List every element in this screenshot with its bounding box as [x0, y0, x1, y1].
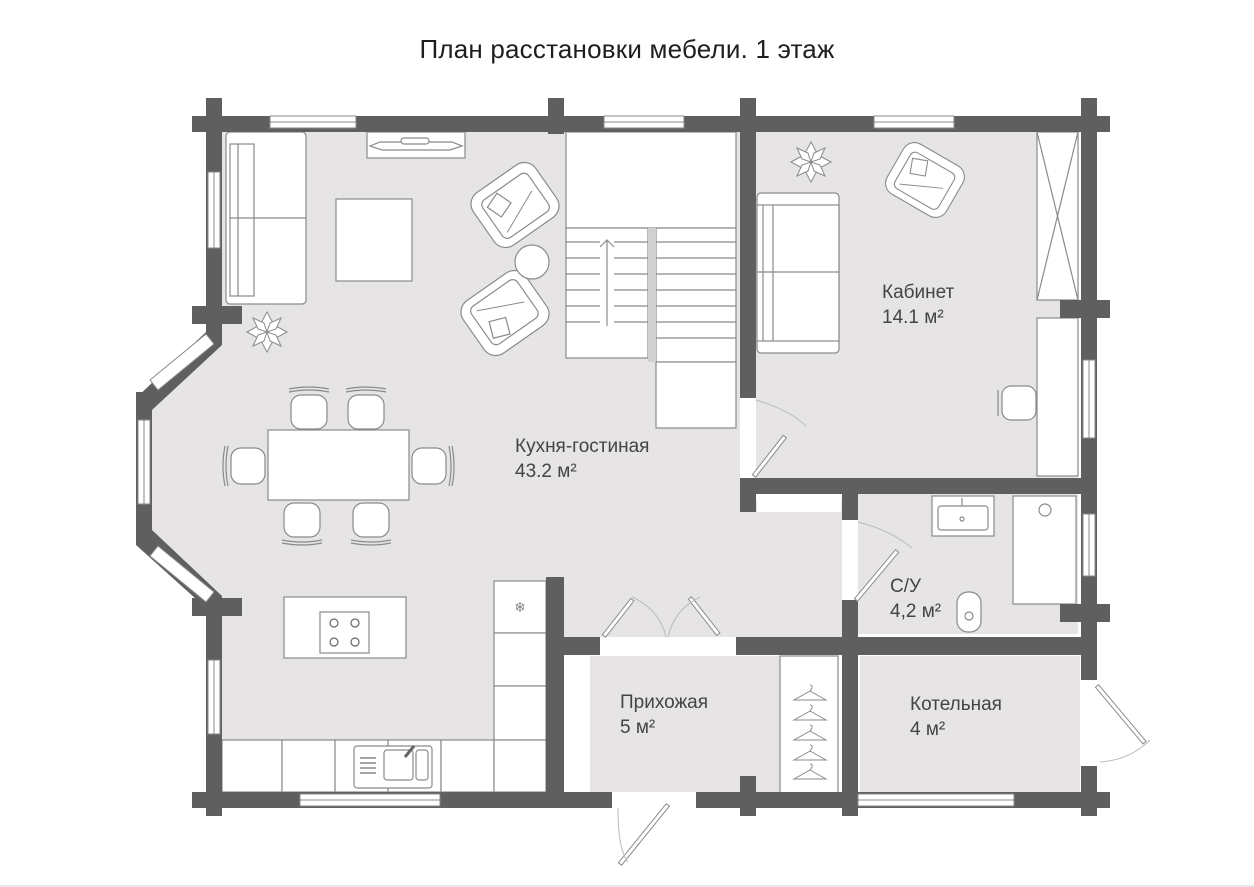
plant-icon [790, 141, 832, 183]
room-label-boiler: Котельная 4 м² [910, 692, 1002, 742]
room-label-bathroom: С/У 4,2 м² [890, 574, 941, 624]
plant-icon [246, 311, 288, 353]
desk-icon [1036, 317, 1079, 477]
svg-text:❄: ❄ [514, 600, 526, 616]
furniture: ❄ [221, 131, 1079, 795]
room-area: 4 м² [910, 719, 946, 740]
washbasin-icon [931, 495, 995, 537]
sofa-icon [756, 192, 840, 354]
room-name: Прихожая [620, 692, 709, 713]
staircase-icon [565, 131, 737, 429]
side-table-icon [514, 244, 550, 280]
office-chair-icon [997, 385, 1037, 421]
room-area: 4,2 м² [890, 601, 942, 622]
tv-icon [366, 131, 466, 159]
room-area: 14.1 м² [882, 307, 944, 328]
door-icon [600, 398, 1151, 866]
plan-title: План расстановки мебели. 1 этаж [419, 34, 835, 64]
cooktop-icon [283, 596, 407, 659]
room-label-hallway: Прихожая 5 м² [620, 690, 708, 740]
wardrobe-icon [779, 655, 839, 795]
room-name: Котельная [910, 694, 1002, 715]
fridge-icon: ❄ [493, 580, 547, 634]
room-area: 43.2 м² [515, 461, 577, 482]
coffee-table-icon [335, 198, 413, 282]
window-icon [137, 115, 1096, 807]
room-name: С/У [890, 576, 922, 597]
room-label-cabinet: Кабинет 14.1 м² [882, 280, 954, 330]
sofa-icon [225, 131, 307, 305]
room-label-kitchen-living: Кухня-гостиная 43.2 м² [515, 434, 649, 484]
toilet-icon [956, 591, 982, 633]
shower-icon [1012, 495, 1077, 605]
room-name: Кухня-гостиная [515, 436, 650, 457]
sink-icon [353, 745, 433, 789]
dining-table-icon [267, 429, 410, 501]
wardrobe-icon [1036, 131, 1079, 301]
room-area: 5 м² [620, 717, 656, 738]
room-name: Кабинет [882, 282, 955, 303]
divider [0, 885, 1254, 887]
